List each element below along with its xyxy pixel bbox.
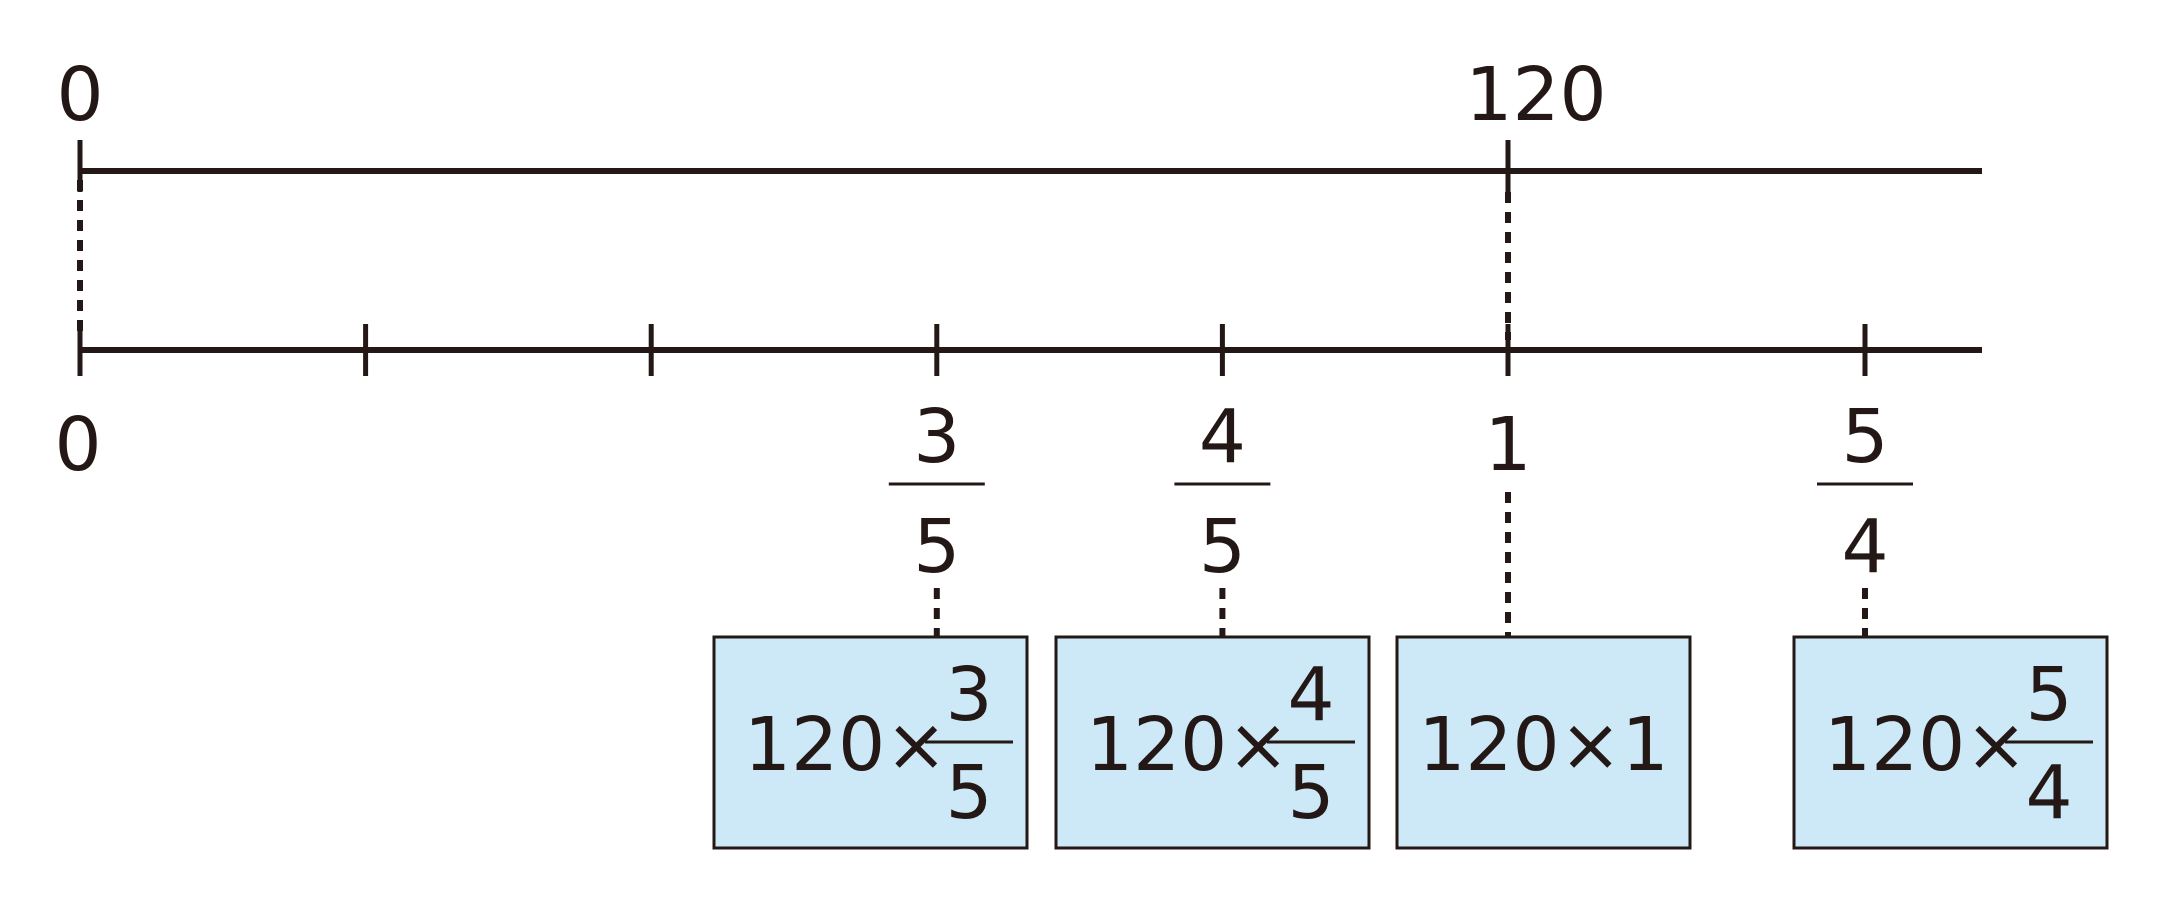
expression-box-three-fifths-numerator: 3 bbox=[945, 652, 992, 738]
expression-box-five-fourths-numerator: 5 bbox=[2025, 652, 2072, 738]
bottom-zero-label: 0 bbox=[54, 402, 101, 488]
bottom-number-line: 0 bbox=[54, 347, 1982, 488]
bottom-label-three-fifths-numerator: 3 bbox=[913, 394, 960, 480]
expression-box-one bbox=[1395, 635, 1692, 850]
bottom-label-four-fifths-denominator: 5 bbox=[1199, 504, 1246, 590]
expression-box-three-fifths-prefix: 120× bbox=[744, 702, 947, 788]
expression-box-four-fifths-denominator: 5 bbox=[1287, 750, 1334, 836]
top-120-label: 120 bbox=[1465, 52, 1606, 138]
expression-box-three-fifths-denominator: 5 bbox=[945, 750, 992, 836]
top-number-line: 0 120 bbox=[56, 52, 1982, 192]
expression-box-one-text: 120×1 bbox=[1418, 702, 1668, 788]
bottom-label-one: 1 bbox=[1484, 402, 1531, 488]
bottom-label-four-fifths-numerator: 4 bbox=[1199, 394, 1246, 480]
expression-box-five-fourths-denominator: 4 bbox=[2025, 750, 2072, 836]
bottom-label-five-fourths-numerator: 5 bbox=[1841, 394, 1888, 480]
bottom-label-three-fifths-denominator: 5 bbox=[913, 504, 960, 590]
bottom-label-five-fourths-denominator: 4 bbox=[1841, 504, 1888, 590]
expression-box-four-fifths-prefix: 120× bbox=[1086, 702, 1289, 788]
expression-box-four-fifths-numerator: 4 bbox=[1287, 652, 1334, 738]
expression-box-five-fourths-prefix: 120× bbox=[1824, 702, 2027, 788]
top-zero-label: 0 bbox=[56, 52, 103, 138]
